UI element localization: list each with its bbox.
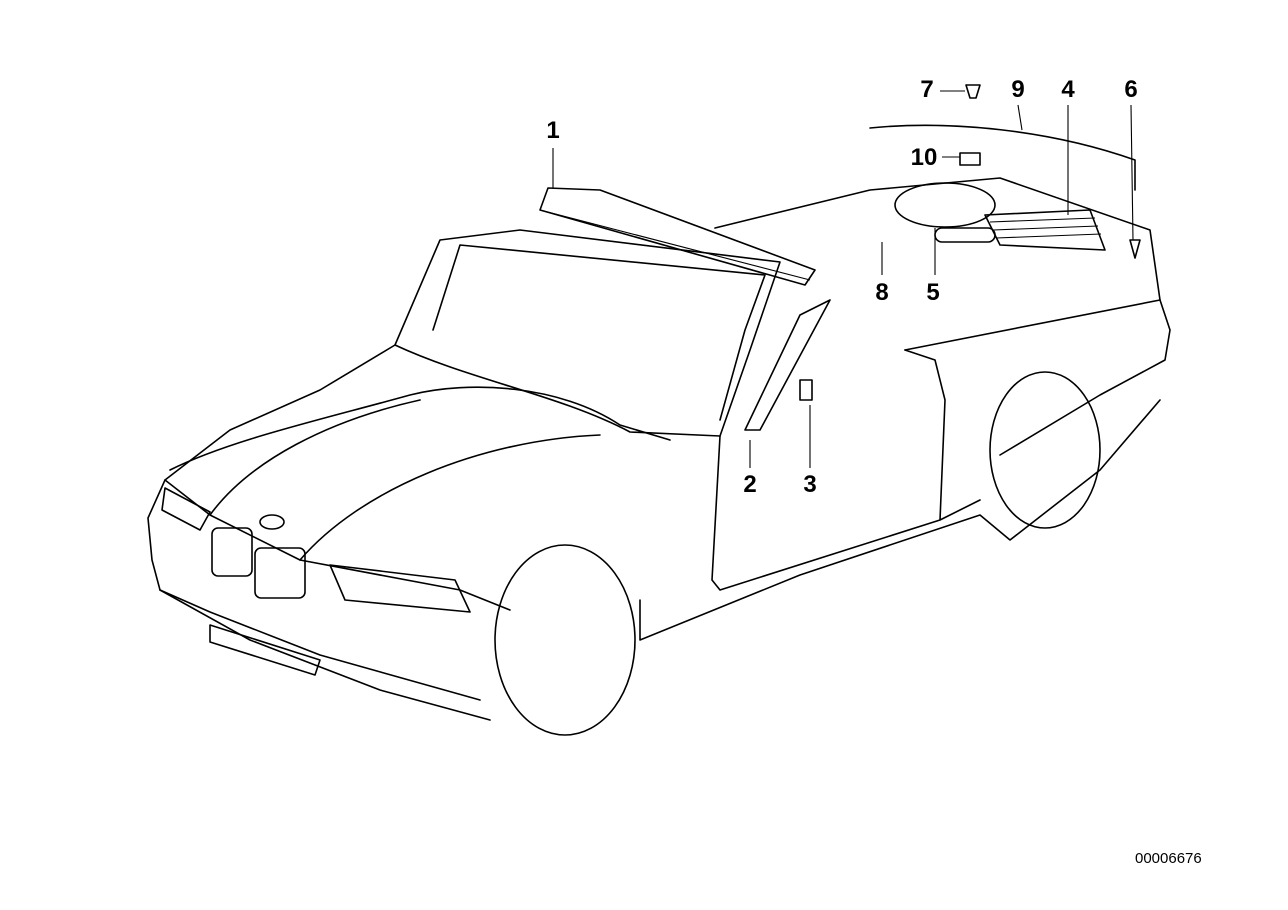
car-illustration <box>147 84 1171 736</box>
callout-7[interactable]: 7 <box>920 76 933 103</box>
callout-10[interactable]: 10 <box>911 144 938 171</box>
drawing-number: 00006676 <box>1135 850 1202 867</box>
leader-lines <box>552 90 1134 468</box>
callout-2[interactable]: 2 <box>743 471 756 498</box>
callout-4[interactable]: 4 <box>1061 76 1075 103</box>
callout-5[interactable]: 5 <box>926 279 939 306</box>
callout-6[interactable]: 6 <box>1124 76 1137 103</box>
callout-9[interactable]: 9 <box>1011 76 1024 103</box>
callout-3[interactable]: 3 <box>803 471 816 498</box>
callout-8[interactable]: 8 <box>875 279 888 306</box>
callout-1[interactable]: 1 <box>546 117 559 144</box>
